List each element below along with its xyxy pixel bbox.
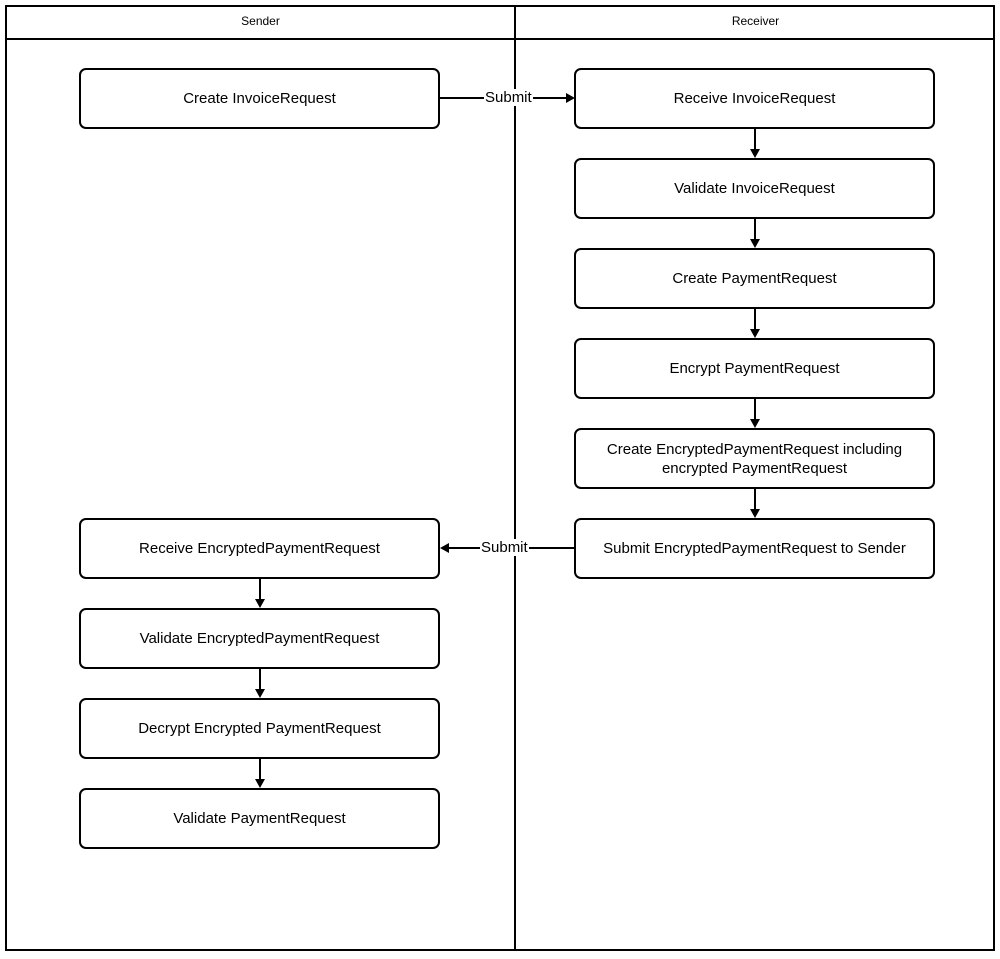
edge-label-submit-to-sender: Submit	[480, 539, 529, 556]
node-create-paymentrequest[interactable]: Create PaymentRequest	[574, 248, 935, 309]
connector-n10-n11	[259, 758, 261, 780]
connector-n2-n3	[754, 128, 756, 150]
arrowhead-n10-n11	[255, 779, 265, 788]
swimlane-vertical-divider	[514, 5, 516, 951]
lane-title-sender: Sender	[241, 14, 280, 28]
node-receive-invoicerequest[interactable]: Receive InvoiceRequest	[574, 68, 935, 129]
edge-label-submit-to-receiver: Submit	[484, 89, 533, 106]
connector-n8-n9	[259, 578, 261, 600]
node-validate-invoicerequest[interactable]: Validate InvoiceRequest	[574, 158, 935, 219]
connector-n3-n4	[754, 218, 756, 240]
arrowhead-n4-n5	[750, 329, 760, 338]
node-validate-paymentrequest[interactable]: Validate PaymentRequest	[79, 788, 440, 849]
arrowhead-n1-n2	[566, 93, 575, 103]
arrowhead-n7-n8	[440, 543, 449, 553]
node-create-invoicerequest[interactable]: Create InvoiceRequest	[79, 68, 440, 129]
arrowhead-n8-n9	[255, 599, 265, 608]
connector-n6-n7	[754, 488, 756, 510]
arrowhead-n6-n7	[750, 509, 760, 518]
connector-n5-n6	[754, 398, 756, 420]
connector-n4-n5	[754, 308, 756, 330]
arrowhead-n3-n4	[750, 239, 760, 248]
swimlane-header-divider	[5, 38, 995, 40]
node-decrypt-encrypted-paymentrequest[interactable]: Decrypt Encrypted PaymentRequest	[79, 698, 440, 759]
connector-n9-n10	[259, 668, 261, 690]
arrowhead-n9-n10	[255, 689, 265, 698]
arrowhead-n2-n3	[750, 149, 760, 158]
node-create-encryptedpaymentrequest[interactable]: Create EncryptedPaymentRequest including…	[574, 428, 935, 489]
node-receive-encryptedpaymentrequest[interactable]: Receive EncryptedPaymentRequest	[79, 518, 440, 579]
node-encrypt-paymentrequest[interactable]: Encrypt PaymentRequest	[574, 338, 935, 399]
arrowhead-n5-n6	[750, 419, 760, 428]
node-submit-encryptedpaymentrequest-to-sender[interactable]: Submit EncryptedPaymentRequest to Sender	[574, 518, 935, 579]
node-validate-encryptedpaymentrequest[interactable]: Validate EncryptedPaymentRequest	[79, 608, 440, 669]
lane-title-receiver: Receiver	[731, 14, 780, 28]
